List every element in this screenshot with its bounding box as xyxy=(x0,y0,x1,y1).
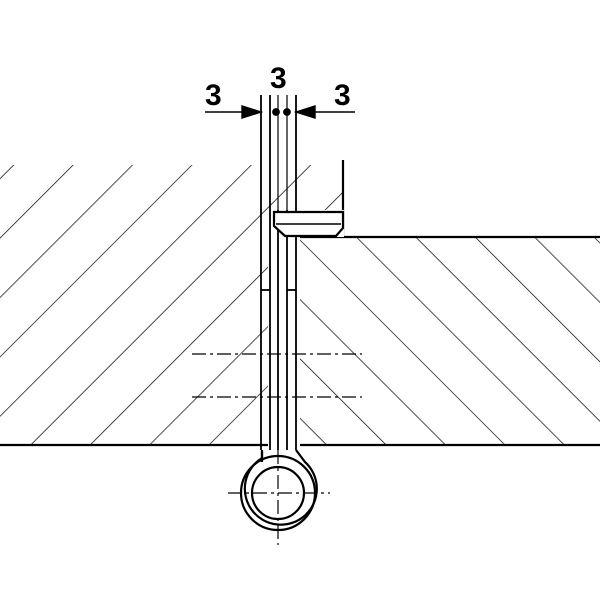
hinge-leaves xyxy=(260,95,297,450)
dimension-label-center: 3 xyxy=(270,62,287,95)
center-lines xyxy=(192,353,362,545)
hinge-knuckle xyxy=(239,449,318,532)
hinge-head xyxy=(272,210,345,238)
dimension-label-right: 3 xyxy=(334,79,351,112)
dimension-dot-right xyxy=(283,108,291,116)
dimension-lines xyxy=(205,105,355,119)
dimension-label-left: 3 xyxy=(205,79,222,112)
dimension-dot-left xyxy=(272,108,280,116)
frame-right xyxy=(300,235,600,447)
